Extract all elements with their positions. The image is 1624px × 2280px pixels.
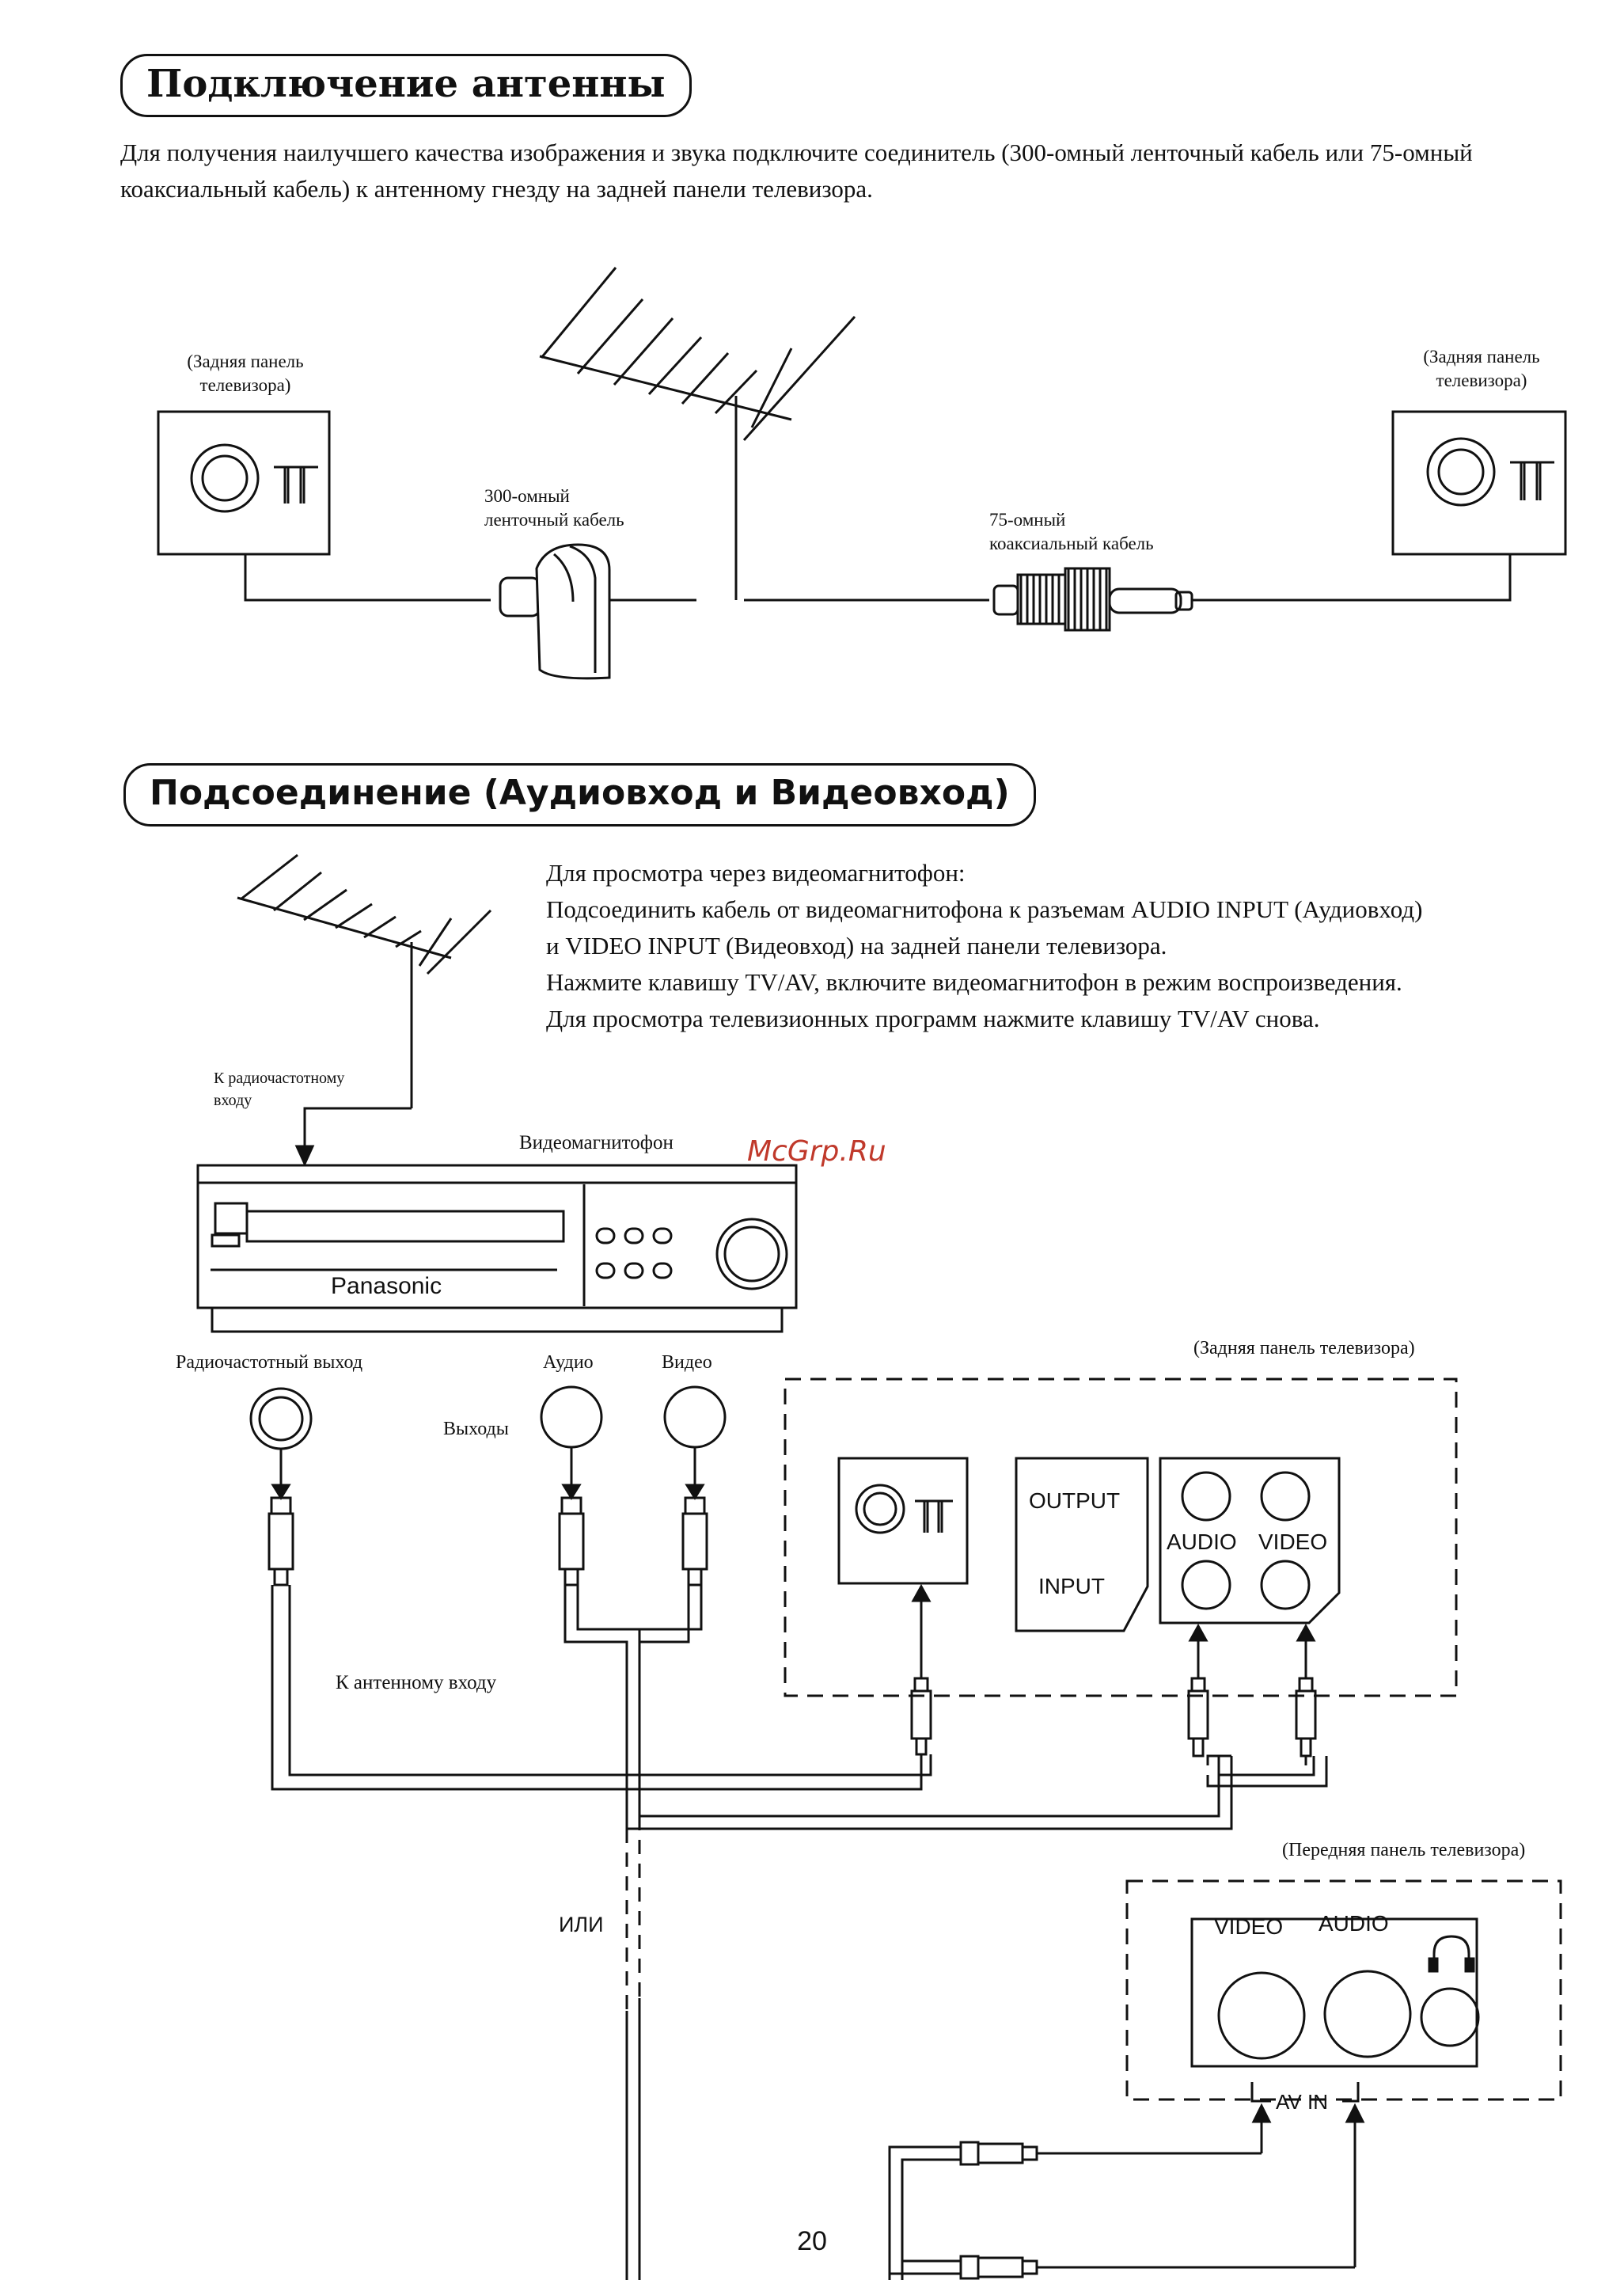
page-number: 20 [797,2226,827,2256]
panel-input-label: INPUT [1038,1574,1105,1598]
av-in-label: AV IN [1276,2090,1328,2114]
tv-back-label-right: (Задняя панель телевизора) [1402,345,1561,393]
cable-75-label-line1: 75-омный [989,510,1066,530]
outputs-label: Выходы [443,1419,509,1439]
tv-back-panel-box [784,1378,1458,1697]
tv-front-panel-label: (Передняя панель телевизора) [1282,1840,1526,1860]
ribbon-cable-adapter [499,543,611,680]
front-video-label: VIDEO [1214,1914,1284,1939]
instruction-line-5: Для просмотра телевизионных программ наж… [546,1005,1320,1032]
cable-75-label-line2: коаксиальный кабель [989,534,1154,553]
audio-out-jack [540,1385,603,1449]
audio-out-label: Аудио [543,1352,594,1373]
front-audio-label: AUDIO [1319,1911,1389,1936]
vcr-instructions: Для просмотра через видеомагнитофон: Под… [546,855,1615,1037]
video-out-jack [663,1385,727,1449]
video-out-label: Видео [662,1352,712,1373]
tv-back-panel-left [157,410,331,556]
rf-out-label: Радиочастотный выход [176,1352,363,1373]
section-title-antenna: Подключение антенны [120,54,692,117]
instruction-line-2: Подсоединить кабель от видеомагнитофона … [546,895,1423,923]
antenna-icon-top [539,267,856,600]
vcr-label: Видеомагнитофон [519,1132,674,1153]
tv-back-panel-right [1391,410,1567,556]
instruction-line-4: Нажмите клавишу TV/AV, включите видеомаг… [546,968,1402,996]
tv-back-label-left-line2: телевизора) [199,375,291,395]
antenna-icon-bottom [237,853,492,1108]
cable-75-label: 75-омный коаксиальный кабель [989,508,1154,556]
vcr-device [196,1164,798,1333]
watermark-logo: McGrp.Ru [747,1135,886,1168]
intro-paragraph: Для получения наилучшего качества изобра… [120,139,1473,203]
section-title-av-input: Подсоединение (Аудиовход и Видеовход) [123,763,1036,826]
cable-300-label-line2: ленточный кабель [484,510,624,530]
cable-300-label: 300-омный ленточный кабель [484,484,624,532]
cable-300-label-line1: 300-омный [484,486,570,506]
or-label: ИЛИ [559,1913,604,1936]
panel-output-label: OUTPUT [1029,1488,1121,1513]
tv-back-panel-label: (Задняя панель телевизора) [1193,1338,1415,1358]
panel-audio-label: AUDIO [1167,1530,1237,1554]
tv-back-label-right-line2: телевизора) [1436,370,1527,390]
rf-in-label-line1: К радиочастотному [214,1070,345,1087]
tv-back-label-right-line1: (Задняя панель [1423,347,1540,367]
antenna-in-label: К антенному входу [336,1672,497,1693]
instruction-line-1: Для просмотра через видеомагнитофон: [546,859,966,887]
vcr-brand-logo: Panasonic [331,1273,442,1299]
instruction-line-3: и VIDEO INPUT (Видеовход) на задней пане… [546,932,1167,960]
tv-back-label-left: (Задняя панель телевизора) [166,350,324,397]
tv-front-panel-box [1125,1879,1562,2101]
tv-back-label-left-line1: (Задняя панель [187,352,304,371]
rf-in-label-line2: входу [214,1092,252,1109]
rf-in-label: К радиочастотному входу [214,1067,344,1112]
coax-connector [992,567,1193,632]
panel-video-label: VIDEO [1258,1530,1328,1554]
